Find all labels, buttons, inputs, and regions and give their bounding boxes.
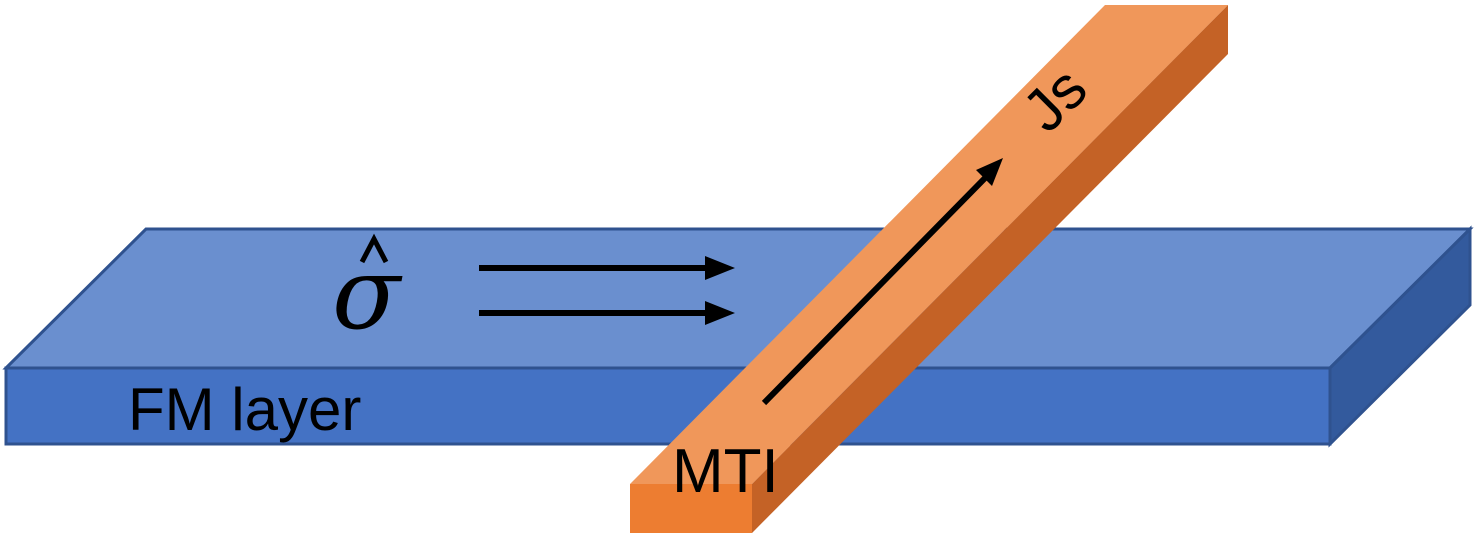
js-arrowhead [976, 158, 1003, 186]
sigma-arrowhead-lower [705, 301, 735, 325]
fm-layer-top-face [2, 227, 1474, 370]
mti-bar [630, 5, 1228, 533]
js-arrow [761, 158, 1003, 406]
mti-side-face [752, 5, 1228, 533]
mti-label: MTI [672, 437, 779, 506]
sigma-hat-symbol: σ [332, 233, 403, 352]
js-arrow-shaft [761, 172, 991, 406]
fm-layer-label: FM layer [128, 376, 361, 443]
fm-layer-slab [2, 225, 1474, 448]
mti-front-face [630, 484, 752, 533]
fm-layer-side-face [1328, 225, 1472, 448]
mti-top-face [630, 5, 1228, 484]
hat-accent [359, 233, 389, 264]
sigma-arrowhead-upper [705, 256, 735, 280]
sigma-direction-arrows [479, 256, 735, 325]
